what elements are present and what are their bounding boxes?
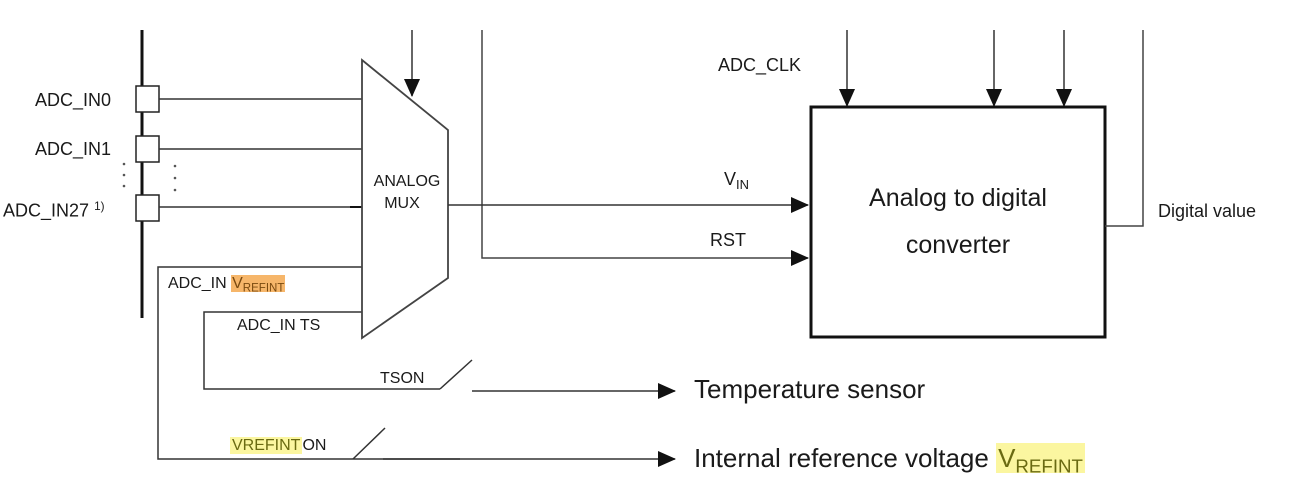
digital-output-wire [1105,30,1144,227]
vin-main: V [724,169,737,189]
ellipsis-dots-left [122,162,126,188]
label-adc-in1: ADC_IN1 [35,140,111,158]
label-vin: VIN [724,170,749,192]
adc-clk-text: ADC_CLK [718,55,802,75]
pin-box-in27 [135,194,160,222]
digital-value-text: Digital value [1158,201,1257,221]
rst-text: RST [710,230,746,250]
label-adc-in-ts: ADC_IN TS [237,318,320,334]
label-tson: TSON [380,371,424,387]
label-adc-in-vrefint: ADC_IN VREFINT [168,275,286,295]
pin-box-in1 [135,135,160,163]
adc-title: Analog to digital converter [811,186,1105,258]
vin-sub: IN [736,176,749,192]
vrefinton-highlight: VREFINT [230,437,303,454]
ts-text: ADC_IN TS [237,317,321,334]
tson-switch [439,359,473,390]
ellipsis-dots-right [173,164,177,192]
label-rst: RST [710,231,746,249]
vrefinton-switch [352,427,386,460]
label-adc-in0-text: ADC_IN0 [35,90,112,110]
vref-highlight: VREFINT [996,443,1085,475]
label-adc-in0: ADC_IN0 [35,91,111,109]
wire-ts [203,311,440,390]
adc-box [809,105,1107,339]
label-adc-clk: ADC_CLK [718,56,801,74]
label-temperature-sensor: Temperature sensor [694,376,925,402]
wire-vrefint [157,266,460,460]
vref-sub: REFINT [1015,455,1083,477]
mux-line2: MUX [384,195,420,212]
tson-text: TSON [380,370,425,387]
vrefint-main: V [232,275,243,292]
pin-box-in0 [135,85,160,113]
temperature-sensor-text: Temperature sensor [694,374,926,404]
label-digital-value: Digital value [1158,202,1256,220]
vrefint-prefix: ADC_IN [168,275,232,292]
label-adc-in27-text: ADC_IN27 [3,200,90,221]
rst-wire [481,30,809,266]
vrefinton-rest: ON [302,437,327,454]
mux-line1: ANALOG [373,173,441,190]
vref-main: V [998,443,1016,473]
mux-label: ANALOG MUX [362,174,452,212]
analog-mux-shape [361,58,449,340]
vrefint-sub: REFINT [242,282,285,295]
adc-title-line2: converter [905,231,1011,259]
vrefint-highlight: VREFINT [231,275,286,295]
label-adc-in1-text: ADC_IN1 [35,139,112,159]
label-adc-in27: ADC_IN27 1) [3,200,105,221]
label-internal-reference-voltage: Internal reference voltage VREFINT [694,443,1085,476]
footnote-marker: 1) [94,200,105,213]
vref-text: Internal reference voltage [694,443,997,473]
adc-title-line1: Analog to digital [869,184,1047,212]
